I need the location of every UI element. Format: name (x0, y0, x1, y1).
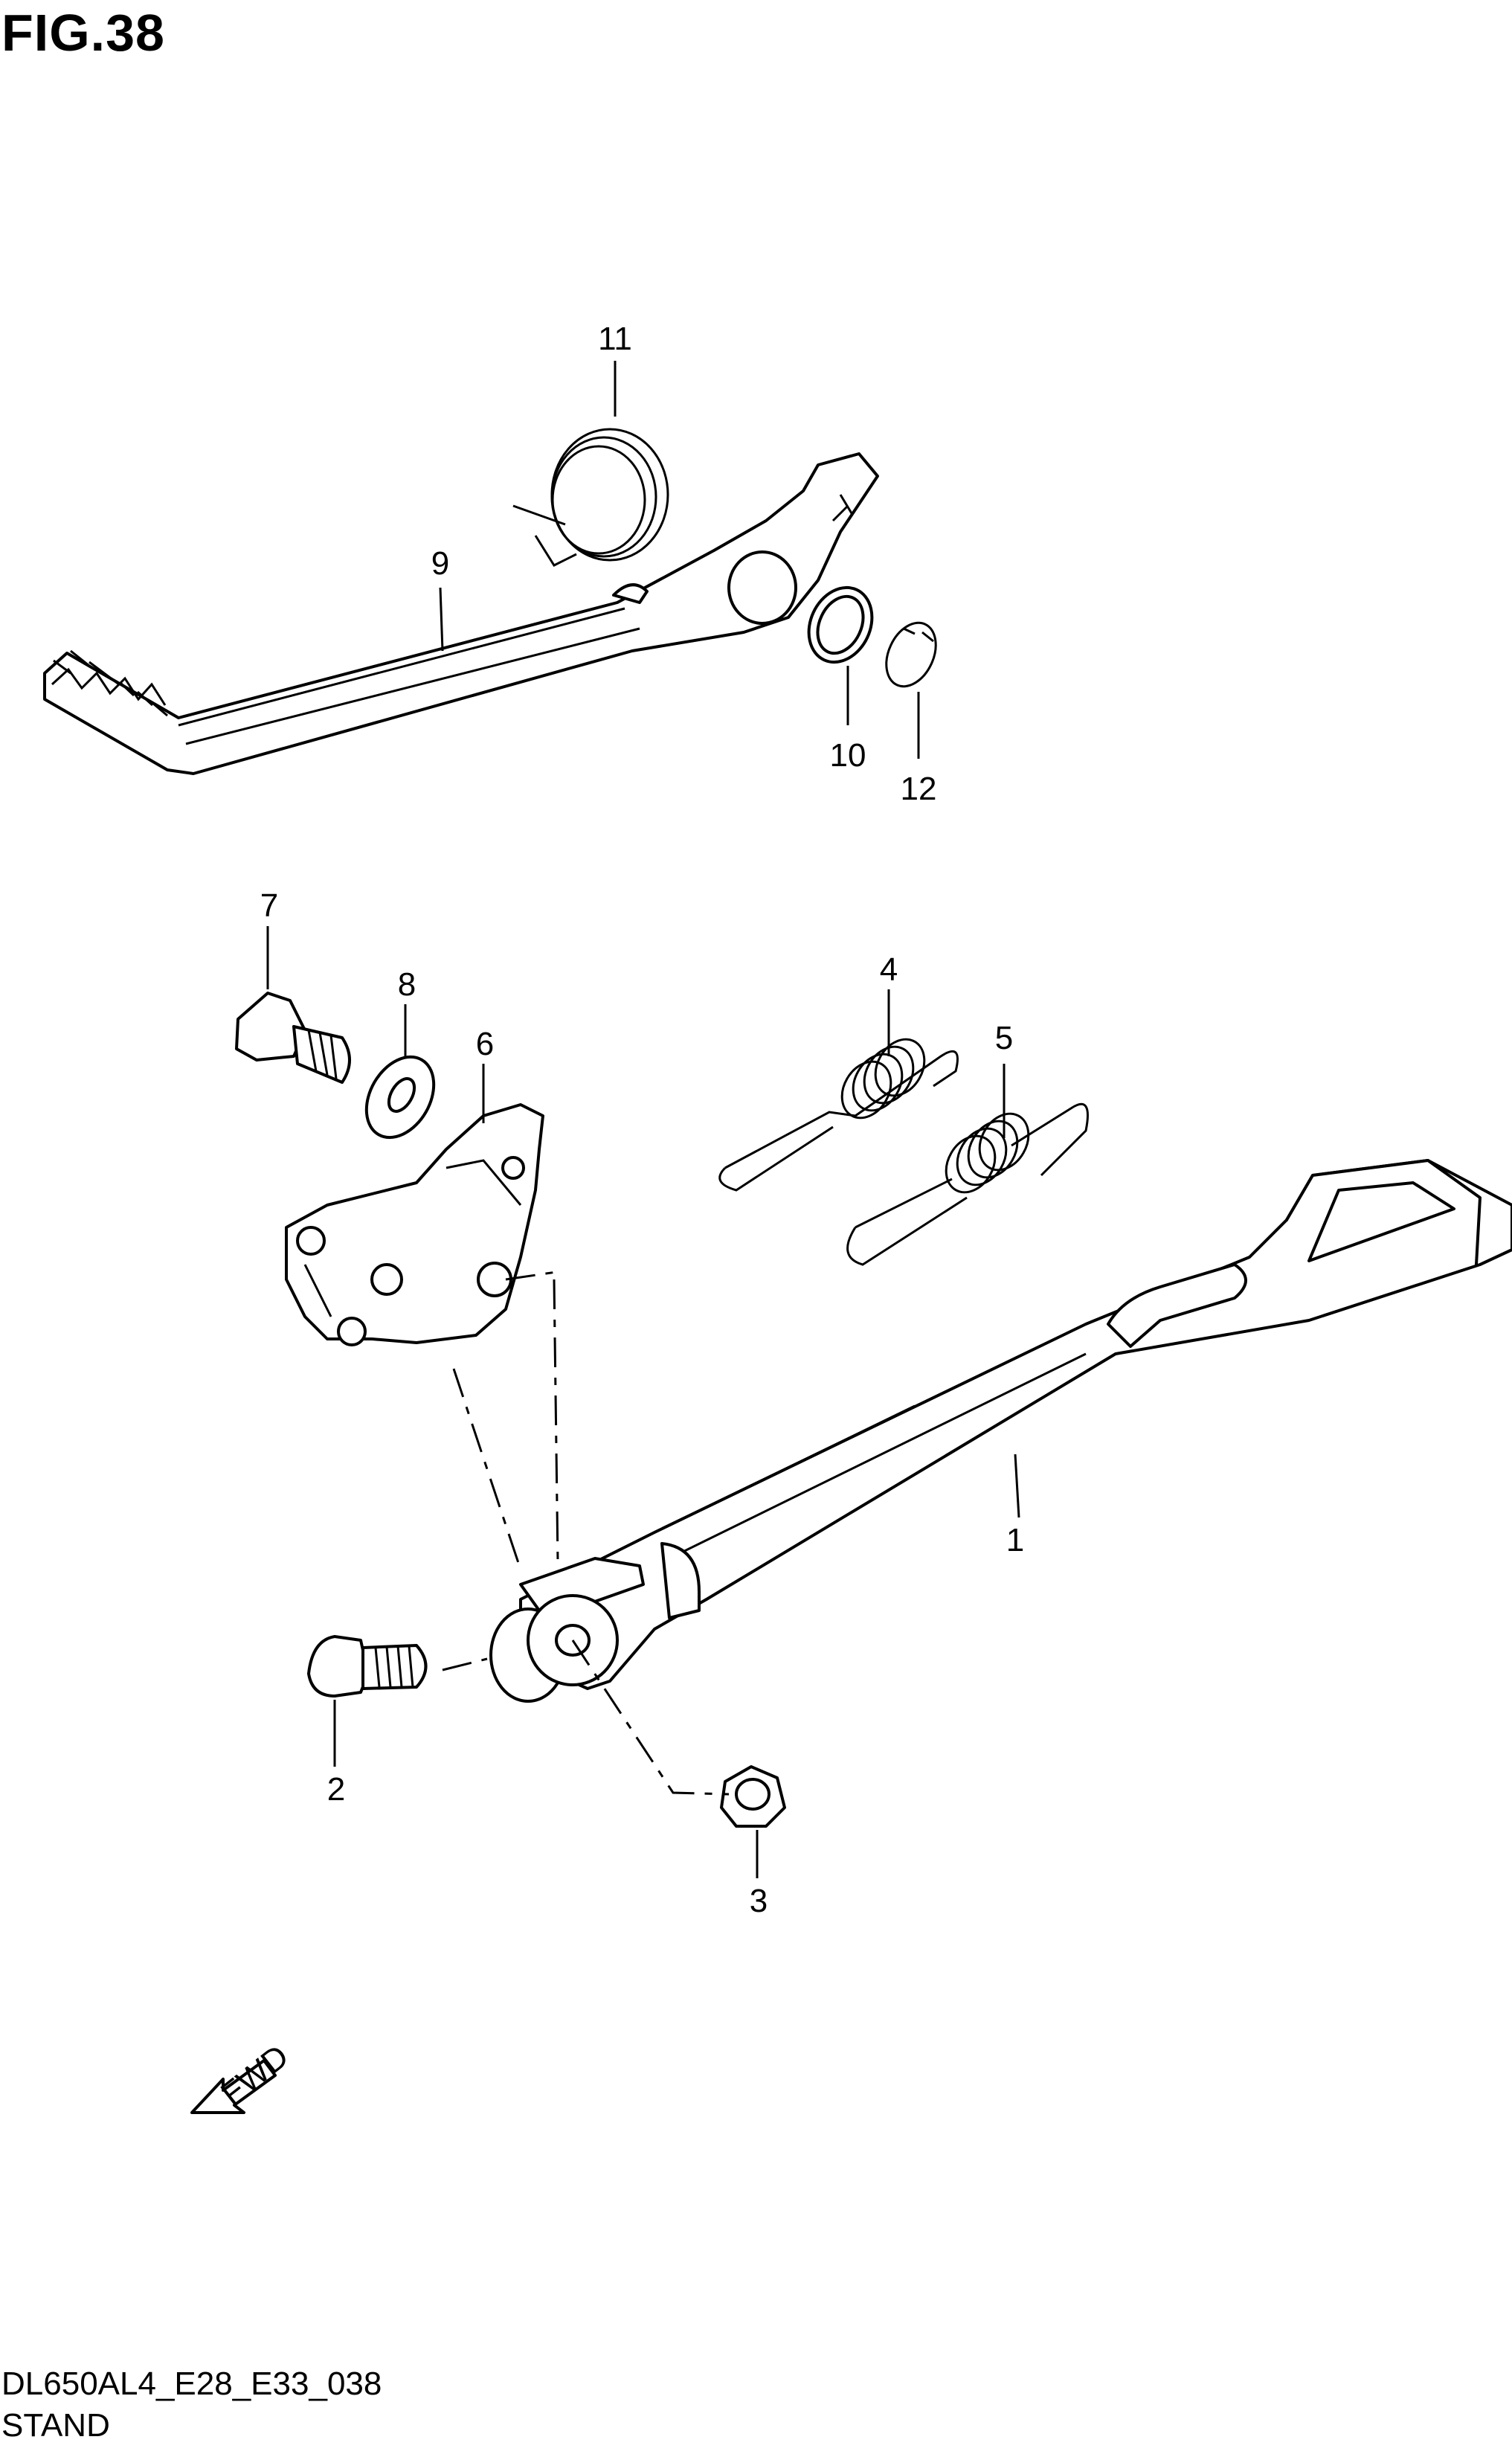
part-10-washer[interactable] (797, 577, 884, 672)
diagram-name: STAND (1, 2407, 110, 2444)
part-8-washer[interactable] (353, 1045, 447, 1149)
assembly-line (452, 1368, 522, 1570)
callout-10: 10 (830, 737, 866, 774)
part-2-pivot-bolt[interactable] (307, 1635, 428, 1698)
assembly-line (442, 1657, 488, 1671)
callout-8: 8 (398, 966, 416, 1003)
callout-7: 7 (260, 887, 278, 924)
fwd-direction-arrow: FWD (190, 2038, 295, 2114)
callout-5: 5 (995, 1020, 1013, 1056)
assembly-line (505, 1271, 557, 1281)
part-11-torsion-spring[interactable] (512, 428, 669, 567)
callout-2: 2 (327, 1771, 345, 1808)
part-3-nut[interactable] (720, 1765, 786, 1828)
diagram-code: DL650AL4_E28_E33_038 (1, 2366, 382, 2402)
figure-title: FIG.38 (1, 4, 165, 62)
part-9-brake-pedal[interactable] (43, 452, 879, 775)
part-12-circlip[interactable] (877, 615, 945, 695)
assembly-line (571, 1639, 730, 1796)
callout-1: 1 (1006, 1522, 1024, 1558)
part-5-spring[interactable] (846, 1102, 1089, 1266)
part-6-stand-bracket[interactable] (285, 1103, 544, 1346)
part-4-spring[interactable] (718, 1030, 959, 1192)
callout-6: 6 (476, 1026, 494, 1062)
callout-12: 12 (901, 771, 937, 807)
callout-9: 9 (431, 545, 449, 582)
part-1-side-stand[interactable] (489, 1159, 1512, 1703)
part-7-bolt[interactable] (235, 992, 351, 1084)
callout-11: 11 (598, 321, 632, 357)
leader-lines (266, 361, 1020, 1878)
assembly-line (553, 1279, 559, 1563)
callout-4: 4 (880, 951, 898, 988)
callout-3: 3 (750, 1883, 768, 1919)
